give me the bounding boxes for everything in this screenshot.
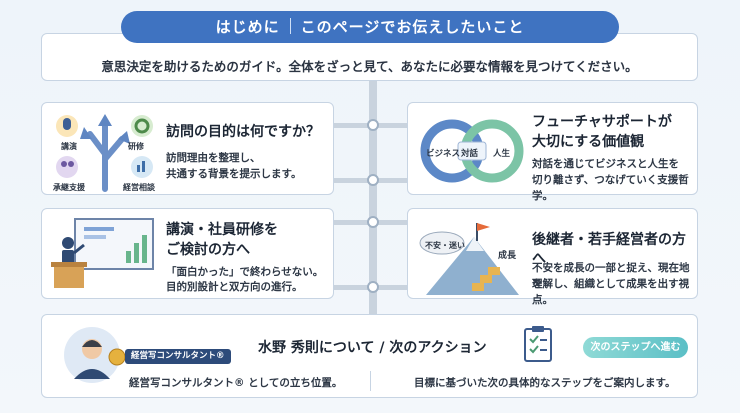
- card-title: ご検討の方へ: [166, 242, 250, 258]
- divider: [370, 371, 371, 391]
- page-header: はじめに このページでお伝えしたいこと: [121, 11, 619, 43]
- venn-label-dialogue: 対話: [461, 149, 479, 159]
- intro-text: 意思決定を助けるためのガイド。全体をざっと見て、あなたに必要な情報を見つけてくだ…: [101, 59, 638, 74]
- venn-icon: [420, 119, 524, 183]
- checklist-icon: [524, 326, 552, 362]
- card-title: 大切にする価値観: [532, 134, 645, 150]
- consultant-badge: 経営写コンサルタント®: [125, 349, 231, 364]
- card-title: 水野 秀則について / 次のアクション: [258, 340, 487, 356]
- label-anxiety: 不安・迷い: [425, 241, 465, 250]
- card-desc-line: 目的別設計と双方向の進行。: [166, 281, 303, 293]
- card-values[interactable]: ビジネス 対話 人生 フューチャサポートが 大切にする価値観 対話を通じてビジネ…: [407, 102, 698, 202]
- card-desc-line: 訪問理由を整理し、: [166, 152, 261, 164]
- positioning-text: 経営写コンサルタント® としての立ち位置。: [129, 377, 343, 389]
- card-title: 講演・社員研修を: [166, 222, 278, 238]
- card-successor[interactable]: 不安・迷い 成長 後継者・若手経営者の方へ 不安を成長の一部と捉え、現在地を 理…: [407, 208, 698, 306]
- header-left: はじめに: [215, 18, 280, 36]
- badge-medal-icon: [108, 348, 126, 366]
- mountain-icon: [419, 223, 519, 295]
- card-desc-line: 対話を通じてビジネスと人生を: [532, 158, 679, 170]
- connector-node: [367, 174, 379, 186]
- card-desc-line: 共通する背景を提示します。: [166, 168, 302, 180]
- avatar: [64, 327, 120, 383]
- crossroads-icon: [56, 114, 153, 192]
- label-growth: 成長: [498, 251, 517, 261]
- card-about-next-action: 経営写コンサルタント® 水野 秀則について / 次のアクション 経営写コンサルタ…: [41, 314, 698, 398]
- connector-node: [367, 281, 379, 293]
- venn-label-life: 人生: [493, 149, 511, 159]
- card-title: フューチャサポートが: [532, 114, 672, 130]
- tag-training: 研修: [128, 142, 144, 151]
- timeline-spine: [369, 80, 377, 315]
- card-desc-line: 不安を成長の一部と捉え、現在地を: [532, 262, 690, 290]
- venn-label-business: ビジネス: [426, 149, 461, 159]
- tag-lecture: 講演: [61, 142, 77, 151]
- presentation-icon: [51, 218, 154, 288]
- next-steps-text: 目標に基づいた次の具体的なステップをご案内します。: [414, 377, 676, 389]
- connector-node: [367, 119, 379, 131]
- tag-consulting: 経営相談: [123, 183, 155, 192]
- next-step-button[interactable]: 次のステップへ進む: [583, 337, 688, 358]
- header-divider: [289, 18, 291, 34]
- card-desc-line: 「面白かった」で終わらせない。: [166, 266, 324, 278]
- card-title: 後継者・若手経営者の方へ: [532, 232, 686, 267]
- card-training[interactable]: 講演・社員研修を ご検討の方へ 「面白かった」で終わらせない。 目的別設計と双方…: [41, 208, 334, 299]
- connector-node: [367, 216, 379, 228]
- tag-succession: 承継支援: [53, 183, 85, 192]
- card-title: 訪問の目的は何ですか？: [166, 124, 320, 140]
- header-right: このページでお伝えしたいこと: [300, 18, 525, 36]
- card-visit-purpose[interactable]: 講演 研修 承継支援 経営相談 訪問の目的は何ですか？ 訪問理由を整理し、 共通…: [41, 102, 334, 195]
- card-desc-line: 切り離さず、つなげていく支援哲学。: [532, 174, 689, 202]
- card-desc-line: 理解し、組織として成果を出す視点。: [532, 278, 690, 306]
